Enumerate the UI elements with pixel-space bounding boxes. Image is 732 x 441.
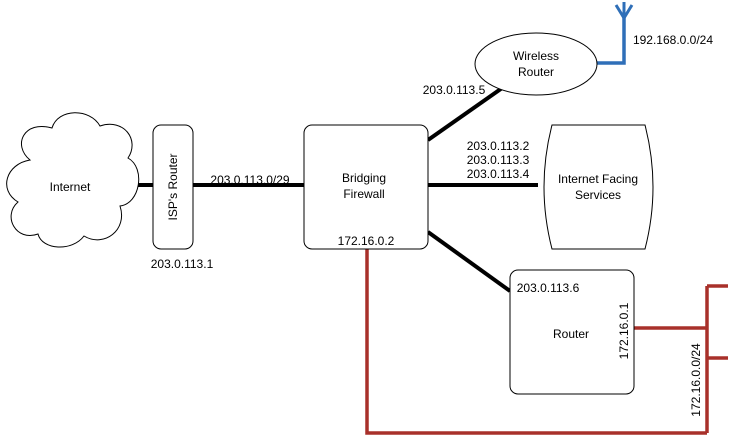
router-wan-ip: 203.0.113.6 xyxy=(517,281,580,295)
link-firewall-wireless xyxy=(426,84,507,142)
router-node: 203.0.113.6 Router 172.16.0.1 xyxy=(509,269,635,395)
isp-router-ip: 203.0.113.1 xyxy=(151,257,214,271)
wireless-router-label-line2: Router xyxy=(518,65,554,79)
services-ip-2: 203.0.113.3 xyxy=(467,153,530,167)
wireless-router-node: Wireless Router xyxy=(474,32,598,96)
bridging-firewall-node: Bridging Firewall 172.16.0.2 xyxy=(303,124,429,250)
lan-subnet-label: 172.16.0.0/24 xyxy=(689,343,703,417)
wireless-router-label-line1: Wireless xyxy=(513,49,559,63)
wireless-ip: 203.0.113.5 xyxy=(423,83,486,97)
firewall-label-line1: Bridging xyxy=(342,171,386,185)
services-ip-3: 203.0.113.4 xyxy=(467,167,530,181)
antenna-icon xyxy=(614,2,634,21)
router-lan-ip: 172.16.0.1 xyxy=(617,302,631,359)
link-firewall-router xyxy=(426,230,512,293)
services-label-line2: Services xyxy=(575,188,621,202)
firewall-label-line2: Firewall xyxy=(343,187,384,201)
lan-line-firewall xyxy=(365,248,707,435)
router-label: Router xyxy=(553,327,589,341)
isp-router-node: ISP's Router xyxy=(152,124,194,250)
wireless-subnet-line xyxy=(597,14,626,65)
wan-subnet-label: 203.0.113.0/29 xyxy=(210,173,290,187)
internet-services-node: Internet Facing Services xyxy=(543,124,654,250)
services-label-line1: Internet Facing xyxy=(558,172,638,186)
isp-router-label: ISP's Router xyxy=(166,154,180,221)
wireless-subnet-label: 192.168.0.0/24 xyxy=(633,33,713,47)
internet-cloud: Internet xyxy=(6,112,140,248)
internet-label: Internet xyxy=(50,180,91,194)
services-ip-1: 203.0.113.2 xyxy=(467,139,530,153)
cloud-icon xyxy=(6,112,140,248)
firewall-lan-ip: 172.16.0.2 xyxy=(338,234,395,248)
